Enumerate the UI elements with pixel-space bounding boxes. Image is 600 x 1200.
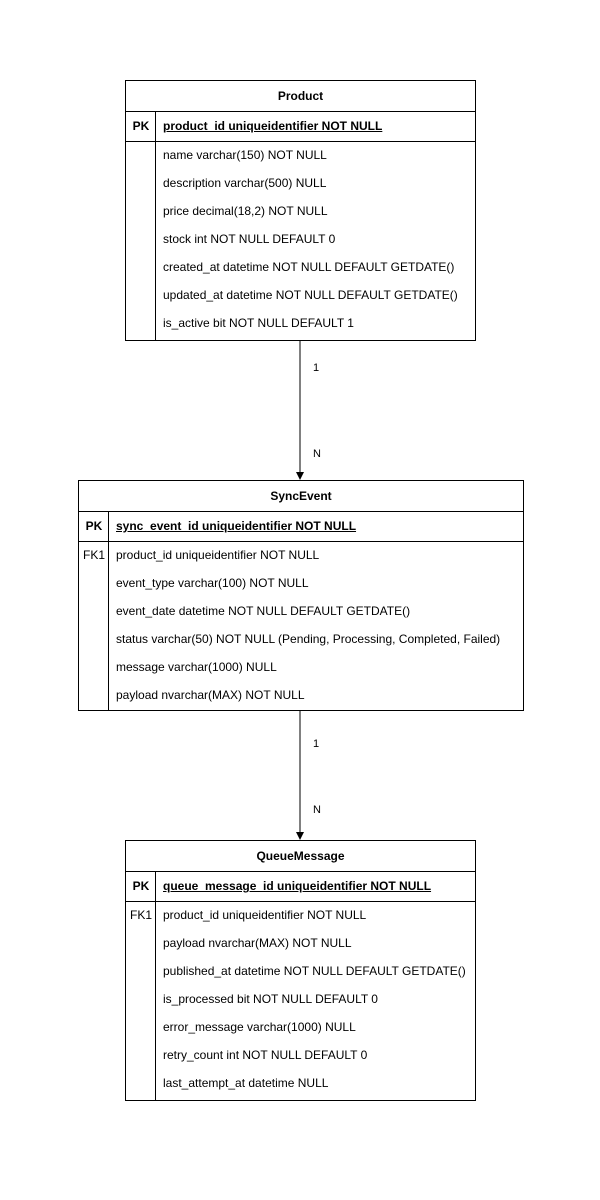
pk-field: queue_message_id uniqueidentifier NOT NU… bbox=[163, 879, 432, 893]
field-definition: updated_at datetime NOT NULL DEFAULT GET… bbox=[163, 288, 458, 302]
field-row[interactable]: updated_at datetime NOT NULL DEFAULT GET… bbox=[126, 282, 475, 310]
field-key-label bbox=[79, 598, 109, 626]
field-definition: name varchar(150) NOT NULL bbox=[163, 148, 327, 162]
field-key-label bbox=[126, 170, 156, 198]
field-key-label: FK1 bbox=[129, 908, 152, 922]
field-definition: description varchar(500) NULL bbox=[163, 176, 327, 190]
entity-syncevent[interactable]: SyncEvent PK sync_event_id uniqueidentif… bbox=[78, 480, 524, 711]
field-key-label bbox=[79, 570, 109, 598]
field-row[interactable]: payload nvarchar(MAX) NOT NULL bbox=[126, 930, 475, 958]
field-definition: payload nvarchar(MAX) NOT NULL bbox=[116, 688, 305, 702]
field-key-label bbox=[126, 930, 156, 958]
field-key-label bbox=[126, 1042, 156, 1070]
field-definition: price decimal(18,2) NOT NULL bbox=[163, 204, 328, 218]
field-row[interactable]: last_attempt_at datetime NULL bbox=[126, 1070, 475, 1098]
field-key-label bbox=[79, 682, 109, 710]
pk-label: PK bbox=[132, 119, 150, 133]
field-key-label bbox=[126, 142, 156, 170]
field-row[interactable]: description varchar(500) NULL bbox=[126, 170, 475, 198]
field-row[interactable]: retry_count int NOT NULL DEFAULT 0 bbox=[126, 1042, 475, 1070]
cardinality-source-label: 1 bbox=[313, 738, 319, 750]
field-key-label bbox=[126, 226, 156, 254]
field-key-label bbox=[79, 654, 109, 682]
cardinality-target-label: N bbox=[313, 804, 321, 816]
cardinality-source-label: 1 bbox=[313, 362, 319, 374]
field-key-label bbox=[126, 986, 156, 1014]
field-key-label: FK1 bbox=[82, 548, 105, 562]
entity-title: QueueMessage bbox=[126, 841, 475, 872]
primary-key-row[interactable]: PK sync_event_id uniqueidentifier NOT NU… bbox=[79, 512, 523, 542]
field-key-label bbox=[126, 958, 156, 986]
field-row[interactable]: FK1 product_id uniqueidentifier NOT NULL bbox=[126, 902, 475, 930]
field-definition: product_id uniqueidentifier NOT NULL bbox=[116, 548, 320, 562]
relationship-product-syncevent[interactable]: 1 N bbox=[296, 341, 321, 480]
field-row[interactable]: event_type varchar(100) NOT NULL bbox=[79, 570, 523, 598]
field-row[interactable]: FK1 product_id uniqueidentifier NOT NULL bbox=[79, 542, 523, 570]
field-key-label bbox=[126, 1070, 156, 1098]
field-key-label bbox=[126, 310, 156, 338]
field-definition: product_id uniqueidentifier NOT NULL bbox=[163, 908, 367, 922]
field-definition: stock int NOT NULL DEFAULT 0 bbox=[163, 232, 336, 246]
field-definition: event_date datetime NOT NULL DEFAULT GET… bbox=[116, 604, 411, 618]
field-definition: error_message varchar(1000) NULL bbox=[163, 1020, 356, 1034]
field-row[interactable]: payload nvarchar(MAX) NOT NULL bbox=[79, 682, 523, 710]
field-definition: last_attempt_at datetime NULL bbox=[163, 1076, 329, 1090]
pk-label: PK bbox=[132, 879, 150, 893]
pk-field: sync_event_id uniqueidentifier NOT NULL bbox=[116, 519, 357, 533]
field-row[interactable]: created_at datetime NOT NULL DEFAULT GET… bbox=[126, 254, 475, 282]
pk-label: PK bbox=[85, 519, 103, 533]
cardinality-target-label: N bbox=[313, 448, 321, 460]
field-definition: retry_count int NOT NULL DEFAULT 0 bbox=[163, 1048, 368, 1062]
entity-product[interactable]: Product PK product_id uniqueidentifier N… bbox=[125, 80, 476, 341]
field-definition: event_type varchar(100) NOT NULL bbox=[116, 576, 309, 590]
primary-key-row[interactable]: PK queue_message_id uniqueidentifier NOT… bbox=[126, 872, 475, 902]
field-definition: status varchar(50) NOT NULL (Pending, Pr… bbox=[116, 632, 501, 646]
relationship-syncevent-queuemessage[interactable]: 1 N bbox=[296, 711, 321, 840]
field-key-label bbox=[126, 198, 156, 226]
field-row[interactable]: published_at datetime NOT NULL DEFAULT G… bbox=[126, 958, 475, 986]
field-key-label bbox=[126, 1014, 156, 1042]
field-row[interactable]: price decimal(18,2) NOT NULL bbox=[126, 198, 475, 226]
field-list: FK1 product_id uniqueidentifier NOT NULL e… bbox=[79, 542, 523, 711]
field-list: name varchar(150) NOT NULL description va… bbox=[126, 142, 475, 341]
pk-field: product_id uniqueidentifier NOT NULL bbox=[163, 119, 383, 133]
field-row[interactable]: is_active bit NOT NULL DEFAULT 1 bbox=[126, 310, 475, 338]
field-row[interactable]: stock int NOT NULL DEFAULT 0 bbox=[126, 226, 475, 254]
field-definition: created_at datetime NOT NULL DEFAULT GET… bbox=[163, 260, 455, 274]
field-definition: is_processed bit NOT NULL DEFAULT 0 bbox=[163, 992, 378, 1006]
field-key-label bbox=[79, 626, 109, 654]
field-definition: is_active bit NOT NULL DEFAULT 1 bbox=[163, 316, 354, 330]
entity-queuemessage[interactable]: QueueMessage PK queue_message_id uniquei… bbox=[125, 840, 476, 1101]
field-row[interactable]: name varchar(150) NOT NULL bbox=[126, 142, 475, 170]
field-definition: message varchar(1000) NULL bbox=[116, 660, 277, 674]
field-row[interactable]: status varchar(50) NOT NULL (Pending, Pr… bbox=[79, 626, 523, 654]
entity-title: SyncEvent bbox=[79, 481, 523, 512]
field-row[interactable]: error_message varchar(1000) NULL bbox=[126, 1014, 475, 1042]
primary-key-row[interactable]: PK product_id uniqueidentifier NOT NULL bbox=[126, 112, 475, 142]
field-definition: published_at datetime NOT NULL DEFAULT G… bbox=[163, 964, 466, 978]
entity-title: Product bbox=[126, 81, 475, 112]
field-list: FK1 product_id uniqueidentifier NOT NULL p… bbox=[126, 902, 475, 1101]
field-row[interactable]: is_processed bit NOT NULL DEFAULT 0 bbox=[126, 986, 475, 1014]
field-row[interactable]: event_date datetime NOT NULL DEFAULT GET… bbox=[79, 598, 523, 626]
field-row[interactable]: message varchar(1000) NULL bbox=[79, 654, 523, 682]
field-key-label bbox=[126, 254, 156, 282]
field-definition: payload nvarchar(MAX) NOT NULL bbox=[163, 936, 352, 950]
field-key-label bbox=[126, 282, 156, 310]
